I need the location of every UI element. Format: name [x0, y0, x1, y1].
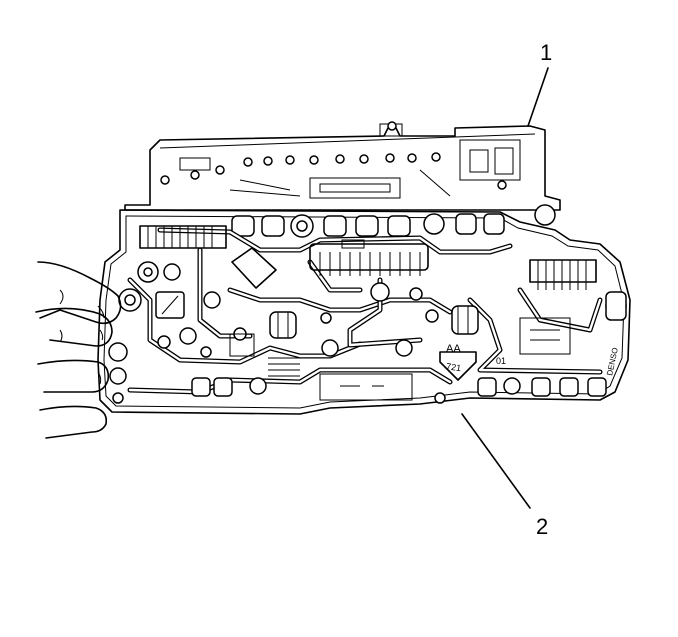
circuit-board: AA 721 01 DENSO [97, 209, 631, 415]
marking-code: 721 [446, 361, 462, 373]
marking-aa: AA [446, 343, 461, 355]
upper-frame [124, 121, 561, 226]
callout-2: 2 [461, 413, 548, 539]
callout-1-label: 1 [540, 40, 552, 65]
marking-number: 01 [496, 356, 506, 366]
bottom-socket-row [112, 377, 607, 404]
connector-center [309, 239, 429, 276]
hand-icon [35, 261, 122, 439]
connector-right [529, 259, 597, 290]
callout-2-label: 2 [536, 514, 548, 539]
connector-left [139, 225, 227, 249]
callout-1: 1 [527, 40, 552, 127]
top-socket-row [231, 213, 505, 238]
brand-label: DENSO [605, 347, 620, 377]
center-sockets [229, 247, 627, 401]
board-marking: AA 721 01 DENSO [439, 343, 620, 381]
circuit-traces [127, 227, 603, 395]
frame-holes [160, 152, 556, 226]
